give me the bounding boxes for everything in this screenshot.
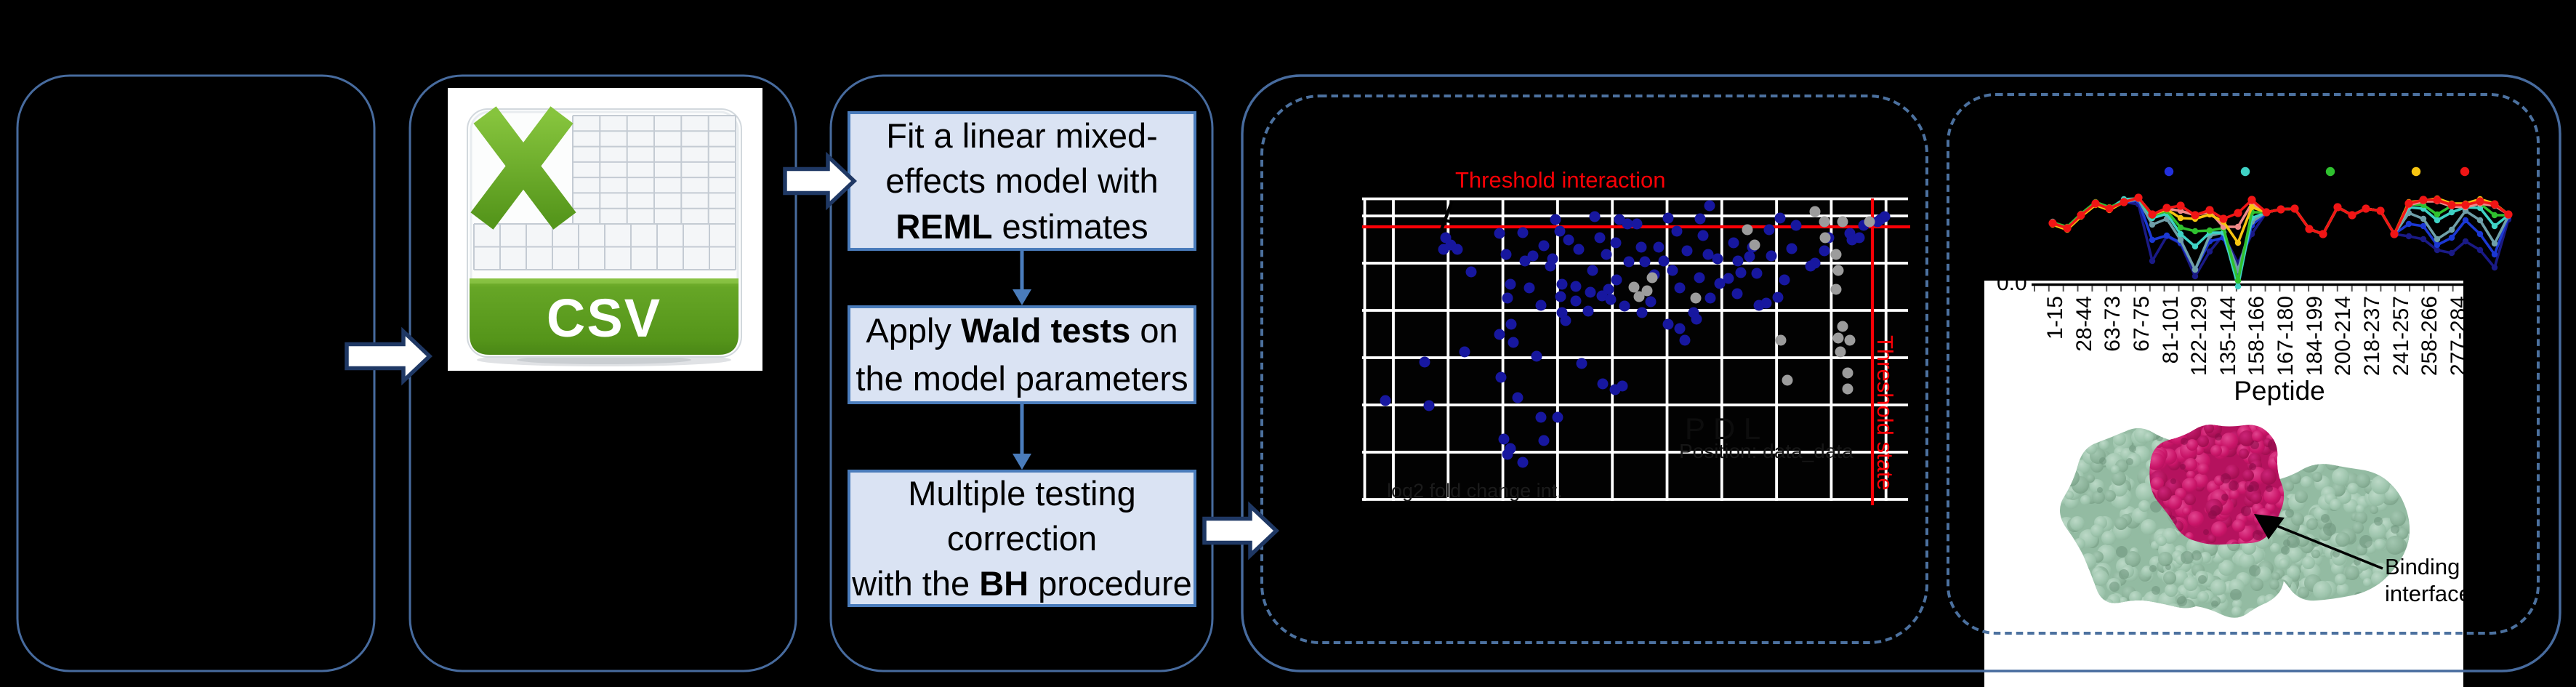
svg-text:167-180: 167-180: [2274, 296, 2298, 376]
svg-text:218-237: 218-237: [2360, 296, 2384, 376]
svg-text:Apply Wald tests on: Apply Wald tests on: [866, 311, 1178, 350]
svg-text:interface: interface: [2385, 581, 2471, 606]
svg-text:277-284: 277-284: [2447, 296, 2471, 376]
svg-text:28-44: 28-44: [2072, 296, 2096, 352]
svg-text:258-266: 258-266: [2418, 296, 2442, 376]
svg-text:241-257: 241-257: [2389, 296, 2413, 376]
svg-text:122-129: 122-129: [2187, 296, 2211, 376]
svg-text:Fit a linear mixed-: Fit a linear mixed-: [886, 116, 1158, 155]
svg-text:correction: correction: [947, 519, 1097, 558]
svg-text:effects model with: effects model with: [885, 161, 1158, 200]
svg-text:Position: data_data: Position: data_data: [1679, 440, 1853, 462]
svg-text:Threshold interaction: Threshold interaction: [1455, 167, 1666, 193]
svg-text:P D L: P D L: [1685, 411, 1760, 446]
svg-text:63-73: 63-73: [2101, 296, 2125, 352]
svg-text:158-166: 158-166: [2245, 296, 2269, 376]
svg-text:184-199: 184-199: [2303, 296, 2327, 376]
svg-text:67-75: 67-75: [2130, 296, 2154, 352]
svg-text:Peptide: Peptide: [2234, 376, 2325, 406]
svg-text:with the BH procedure: with the BH procedure: [851, 564, 1192, 603]
svg-text:135-144: 135-144: [2216, 296, 2240, 376]
svg-text:Multiple testing: Multiple testing: [908, 474, 1136, 513]
svg-text:Binding: Binding: [2385, 554, 2460, 579]
svg-text:0.0: 0.0: [1997, 271, 2027, 295]
svg-text:Threshold state: Threshold state: [1872, 335, 1898, 491]
svg-text:REML estimates: REML estimates: [895, 207, 1148, 246]
svg-text:200-214: 200-214: [2331, 296, 2355, 376]
svg-text:81-101: 81-101: [2159, 296, 2183, 363]
svg-text:CSV: CSV: [547, 288, 661, 348]
svg-text:1-15: 1-15: [2043, 296, 2067, 340]
svg-text:the model parameters: the model parameters: [856, 359, 1188, 398]
svg-text:log2 fold change int.: log2 fold change int.: [1387, 480, 1563, 502]
